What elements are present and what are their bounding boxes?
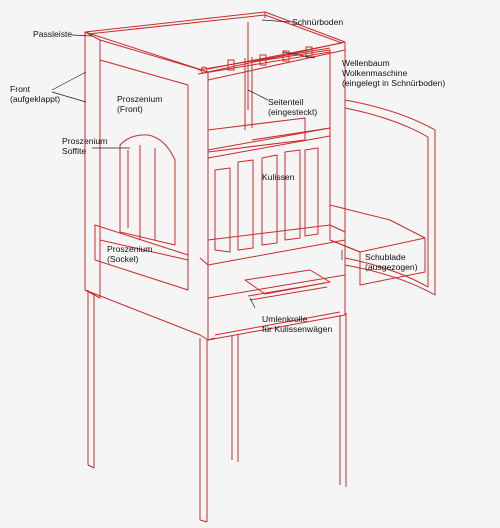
proszenium-sockel <box>84 224 209 341</box>
label-front-line2: (aufgeklappt) <box>10 94 61 104</box>
label-proszenium-sockel-line1: Proszenium <box>107 244 153 254</box>
proszenium-front <box>99 59 189 261</box>
leader-lines <box>51 19 343 309</box>
label-front-line1: Front <box>10 84 31 94</box>
label-seitenteil: Seitenteil (eingesteckt) <box>268 97 317 117</box>
label-proszenium-front-line2: (Front) <box>117 104 143 114</box>
label-schnurboden: Schnürboden <box>292 17 344 27</box>
legs <box>87 290 347 523</box>
wellenbaum-rod <box>197 46 331 75</box>
label-proszenium-front-line1: Proszenium <box>117 94 163 104</box>
label-proszenium-soffite-line2: Soffite <box>62 146 87 156</box>
label-proszenium-sockel: Proszenium (Sockel) <box>107 244 152 264</box>
label-proszenium-soffite-line1: Proszenium <box>62 136 108 146</box>
seitenteil-panel <box>251 49 331 141</box>
main-box <box>199 42 346 341</box>
label-wellenbaum-line1: Wellenbaum <box>342 58 390 68</box>
label-wellenbaum-line2: Wolkenmaschine <box>342 68 408 78</box>
label-schublade: Schublade (ausgezogen) <box>365 252 418 272</box>
label-seitenteil-line1: Seitenteil <box>268 97 304 107</box>
label-proszenium-front: Proszenium (Front) <box>117 94 162 114</box>
kulissen <box>207 117 319 253</box>
label-kulissen: Kulissen <box>262 172 295 182</box>
label-umlenkrolle-line2: für Kulissenwägen <box>262 324 333 334</box>
label-proszenium-soffite: Proszenium Soffite <box>62 136 107 156</box>
label-seitenteil-line2: (eingesteckt) <box>268 107 318 117</box>
front-panel <box>84 31 209 340</box>
label-umlenkrolle: Umlenkrolle für Kulissenwägen <box>262 314 332 334</box>
label-passleiste: Passleiste <box>33 29 73 39</box>
side-door <box>344 99 436 296</box>
label-wellenbaum: Wellenbaum Wolkenmaschine (eingelegt in … <box>342 58 445 88</box>
label-wellenbaum-line3: (eingelegt in Schnürboden) <box>342 78 446 88</box>
umlenkrolle <box>244 269 331 301</box>
label-schublade-line1: Schublade <box>365 252 406 262</box>
label-umlenkrolle-line1: Umlenkrolle <box>262 314 308 324</box>
schublade <box>329 204 426 286</box>
label-proszenium-sockel-line2: (Sockel) <box>107 254 139 264</box>
label-schublade-line2: (ausgezogen) <box>365 262 418 272</box>
label-front: Front (aufgeklappt) <box>10 84 60 104</box>
